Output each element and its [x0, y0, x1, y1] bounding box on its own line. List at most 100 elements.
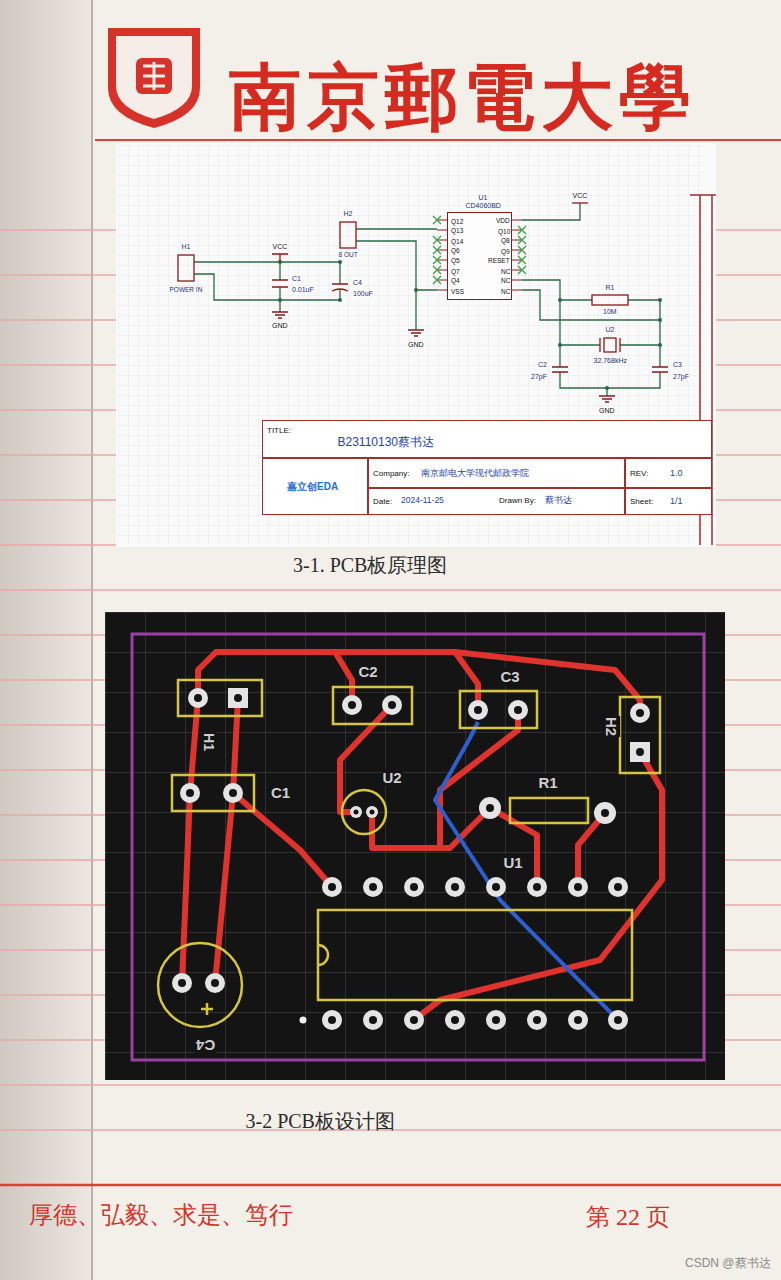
- schematic-wire: [194, 262, 340, 284]
- title-block-cell: TITLE:B23110130蔡书达: [262, 420, 712, 458]
- pcb-pad: [172, 688, 650, 1030]
- component-symbol: [332, 284, 348, 291]
- pcb-pad: [229, 789, 237, 797]
- pcb-pad: [601, 809, 609, 817]
- pcb-pad: [178, 979, 186, 987]
- ic-body: U1CD4060BDQ12Q13Q14Q6Q5Q7Q4VSSVDDQ10Q8Q9…: [447, 212, 512, 300]
- schematic-sheet: [118, 145, 702, 545]
- pcb-pad: [486, 877, 506, 897]
- part-name: C1: [291, 275, 302, 283]
- pcb-pad: [608, 877, 628, 897]
- part-name: H1: [181, 243, 192, 251]
- silkscreen-label: C2: [358, 663, 379, 680]
- pcb-pad: [527, 1010, 547, 1030]
- pcb-pad: [369, 1016, 377, 1024]
- silkscreen-outline: [201, 1003, 213, 1015]
- field-name: Company:: [373, 469, 409, 478]
- pcb-pad: [451, 1016, 459, 1024]
- no-connect-mark: [518, 226, 526, 234]
- pcb-pad: [594, 802, 616, 824]
- pin-name: Q4: [451, 277, 460, 284]
- title-block-cell: Company: 南京邮电大学现代邮政学院: [368, 458, 625, 488]
- silkscreen-label: C3: [500, 668, 521, 685]
- pcb-pad: [382, 695, 402, 715]
- part-name: C3: [672, 361, 683, 369]
- silkscreen-outline: [333, 687, 412, 724]
- silkscreen-outline: [318, 910, 632, 1000]
- school-logo: [143, 62, 165, 90]
- title-block-cell: REV:1.0: [625, 458, 712, 488]
- ground-label: GND: [598, 407, 616, 415]
- watermark: CSDN @蔡书达: [684, 1257, 772, 1271]
- pcb-bottom-trace: [435, 722, 618, 1020]
- page-heading: 南京郵電大學: [229, 57, 697, 140]
- pcb-trace: [215, 698, 238, 983]
- field-value: 2024-11-25: [401, 496, 444, 506]
- schematic-sheet: [116, 143, 716, 547]
- pcb-pad: [574, 883, 582, 891]
- pcb-pad: [300, 1017, 307, 1024]
- pcb-pad: [468, 700, 488, 720]
- junction-dot: [658, 343, 662, 347]
- schematic-wire: [560, 300, 660, 367]
- part-name: R1: [605, 284, 616, 292]
- pcb-board: [105, 612, 725, 1080]
- pcb-pad: [186, 789, 194, 797]
- power-label: VCC: [272, 243, 289, 251]
- school-motto: 厚德、弘毅、求是、笃行: [28, 1202, 294, 1230]
- component-symbol: [572, 202, 588, 203]
- pin-name: Q6: [451, 247, 460, 254]
- pcb-pad: [614, 883, 622, 891]
- pcb-pad: [404, 1010, 424, 1030]
- pcb-board: [132, 634, 704, 1060]
- pcb-pad: [211, 979, 219, 987]
- field-value: 1.0: [670, 468, 683, 478]
- schematic-wire: [522, 203, 580, 220]
- silkscreen-outline: [158, 680, 660, 1027]
- field-value: 蔡书达: [545, 496, 572, 506]
- junction-dot: [414, 288, 418, 292]
- ground-label: GND: [271, 322, 289, 330]
- pcb-pad: [445, 1010, 465, 1030]
- schematic-wire: [356, 229, 437, 330]
- silkscreen-outline: [342, 790, 386, 834]
- pcb-pad: [508, 700, 528, 720]
- silkscreen-outline: [318, 945, 328, 965]
- silkscreen-label: H1: [201, 732, 217, 752]
- pcb-pad: [363, 1010, 383, 1030]
- silkscreen-outline: [510, 798, 588, 823]
- pcb-pad: [234, 694, 242, 702]
- pcb-pad: [568, 877, 588, 897]
- no-connect-mark: [433, 276, 441, 284]
- silkscreen-outline: [460, 691, 537, 728]
- part-name: C4: [352, 279, 363, 287]
- pcb-pad: [180, 783, 200, 803]
- junction-dot: [338, 260, 342, 264]
- pin-name: Q14: [451, 238, 463, 245]
- pcb-board: [105, 612, 725, 1080]
- pin-name: Q9: [501, 248, 510, 255]
- pcb-pad: [636, 748, 644, 756]
- field-value: 南京邮电大学现代邮政学院: [421, 468, 529, 478]
- part-name: C2: [537, 361, 548, 369]
- pcb-pad: [363, 877, 383, 897]
- school-logo: [136, 58, 172, 94]
- part-name: H2: [343, 210, 354, 218]
- pcb-pad: [630, 742, 650, 762]
- pin-name: Q7: [451, 268, 460, 275]
- no-connect-mark: [518, 236, 526, 244]
- pin-name: Q12: [451, 218, 463, 225]
- part-value: 10M: [602, 308, 618, 316]
- page-number: 第 22 页: [585, 1204, 671, 1232]
- pcb-pad: [568, 1010, 588, 1030]
- part-value: 100uF: [352, 290, 374, 298]
- no-connect-mark: [518, 246, 526, 254]
- school-logo: [116, 36, 192, 119]
- component-symbol: [552, 367, 668, 372]
- component-symbol: [592, 295, 628, 305]
- school-logo: [108, 28, 200, 128]
- silkscreen-label: H2: [602, 716, 619, 737]
